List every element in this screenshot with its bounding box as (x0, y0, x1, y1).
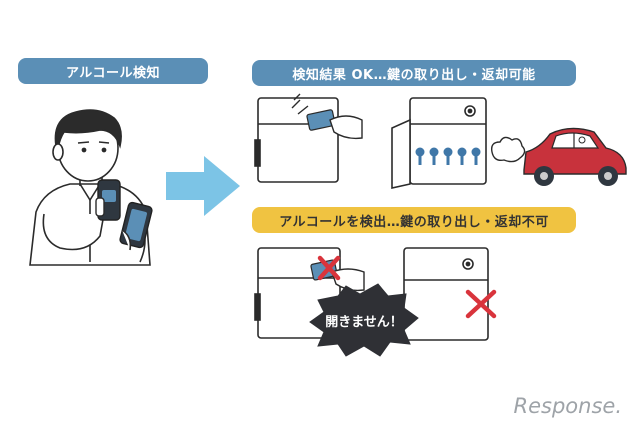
result-ok-label: 検知結果 OK…鍵の取り出し・返却可能 (252, 60, 576, 86)
smartphone-icon (119, 201, 153, 251)
key-icon (415, 147, 481, 165)
key-card-icon (291, 93, 363, 140)
alert-burst (309, 283, 419, 357)
breathalyzer-icon (95, 179, 121, 221)
alcohol-check-label: アルコール検知 (18, 58, 208, 84)
cross-icon (465, 289, 497, 319)
key-box-icon (391, 97, 487, 189)
cross-icon (317, 255, 341, 281)
bubble-text: 開きません！ (325, 315, 403, 330)
watermark-logo: Response. (513, 394, 622, 418)
key-card-icon (310, 259, 365, 292)
exhaust-puff-icon (490, 136, 526, 163)
key-box-icon (403, 247, 489, 341)
result-ng-label: アルコールを検出…鍵の取り出し・返却不可 (252, 207, 576, 233)
car-icon (523, 127, 627, 186)
arrow-icon (166, 156, 240, 216)
